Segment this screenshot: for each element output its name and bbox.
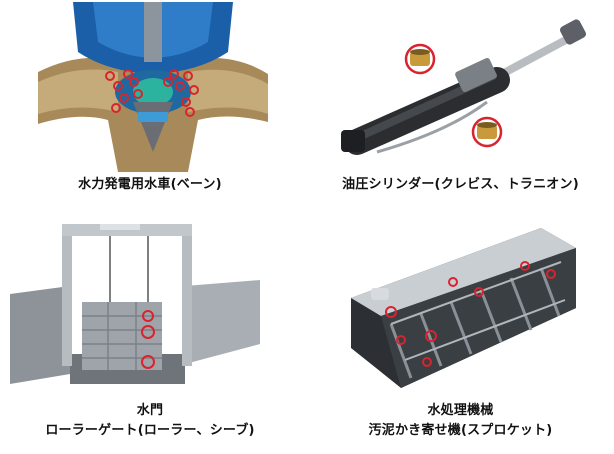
gate-caption-line2: ローラーゲート(ローラー、シーブ) [45,423,255,438]
sludge-caption-line2: 汚泥かき寄せ機(スプロケット) [368,423,553,438]
sludge-collector-illustration [351,228,576,388]
turbine-panel: 水力発電用水車(ベーン) [0,0,300,205]
hydraulic-cylinder-illustration [341,19,586,155]
sludge-panel: 水処理機械 汚泥かき寄せ機(スプロケット) [307,218,614,454]
gate-panel: 水門 ローラーゲート(ローラー、シーブ) [0,218,300,454]
cylinder-caption: 油圧シリンダー(クレビス、トラニオン) [342,177,579,192]
gate-caption-line1: 水門 [136,403,164,418]
cylinder-panel: 油圧シリンダー(クレビス、トラニオン) [307,0,614,205]
sludge-caption-line1: 水処理機械 [427,403,494,418]
hydro-turbine-illustration [38,2,268,172]
turbine-caption: 水力発電用水車(ベーン) [78,177,222,192]
roller-gate-illustration [10,224,260,384]
